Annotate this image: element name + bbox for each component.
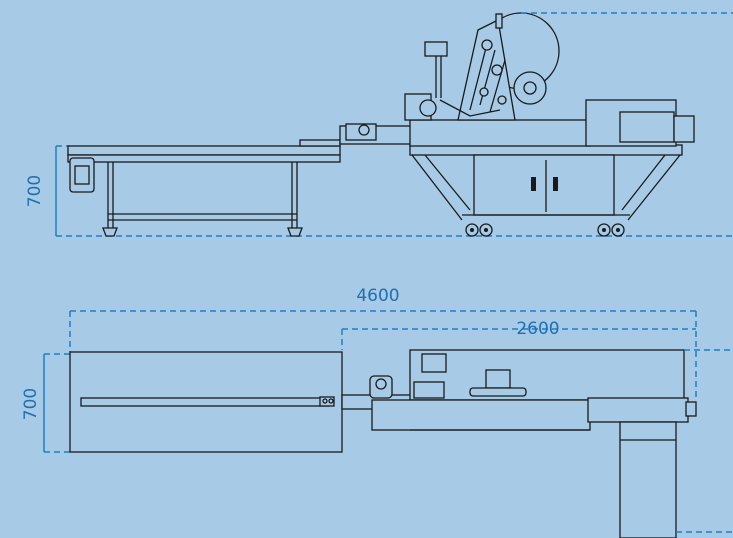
top-view: 4600 2600 700 <box>21 286 733 538</box>
side-view: 700 <box>25 12 733 237</box>
labeling-head <box>404 12 560 121</box>
conveyor-belt-top <box>80 397 330 407</box>
machine-length-label: 2600 <box>516 319 559 339</box>
door-handle-left <box>531 177 536 191</box>
top-control-box <box>421 353 447 373</box>
main-conveyor-top <box>371 399 591 431</box>
side-height-label: 700 <box>25 175 45 207</box>
control-box <box>424 41 448 57</box>
door-handle-right <box>553 177 558 191</box>
foot-right <box>287 227 303 237</box>
top-label-reel <box>485 369 511 389</box>
top-width-label: 700 <box>21 388 41 420</box>
foot-left <box>102 227 118 237</box>
machine-top-frame <box>409 349 685 401</box>
infeed-conveyor <box>67 139 341 237</box>
main-machine-body <box>409 99 695 237</box>
outfeed-extension <box>619 421 677 538</box>
total-length-label: 4600 <box>356 286 399 306</box>
